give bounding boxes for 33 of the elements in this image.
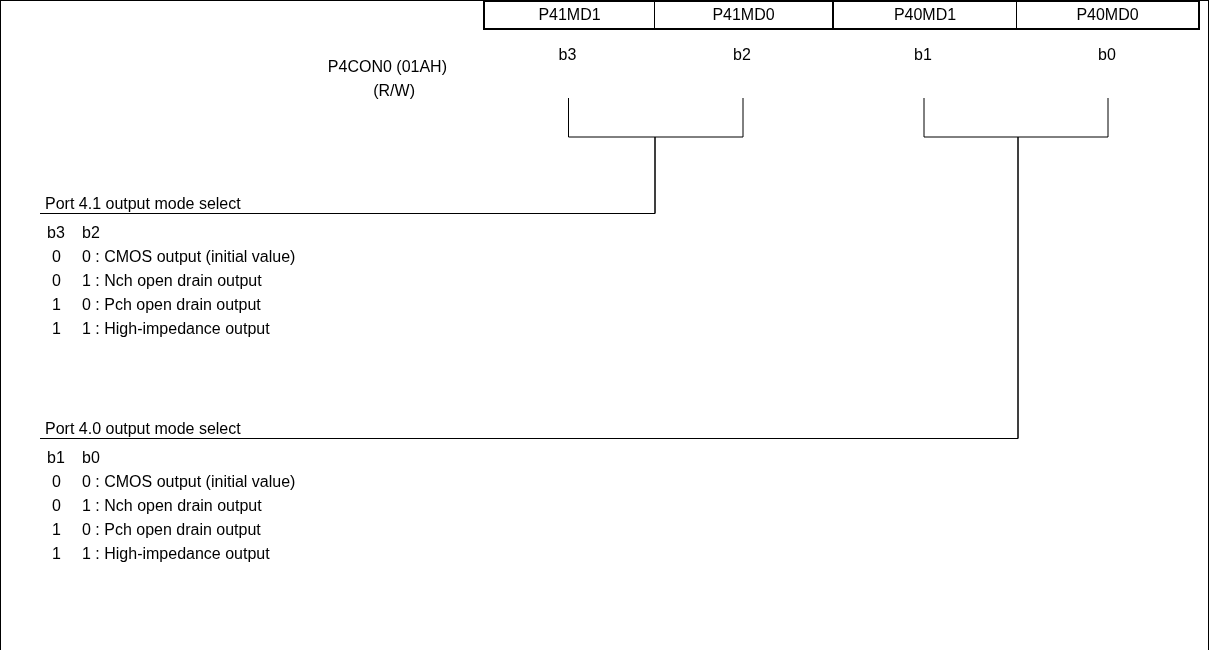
column-header: b0 <box>82 449 100 467</box>
setting-description: 1 : Nch open drain output <box>82 497 262 515</box>
bit-value: 1 <box>52 521 61 539</box>
bit-number: b3 <box>558 46 577 64</box>
column-header: b2 <box>82 224 100 242</box>
field-caption: Port 4.1 output mode select <box>40 195 340 214</box>
setting-description: 1 : High-impedance output <box>82 545 270 563</box>
setting-description: 0 : Pch open drain output <box>82 521 261 539</box>
setting-description: 0 : Pch open drain output <box>82 296 261 314</box>
bit-value: 0 <box>52 497 61 515</box>
setting-description: 0 : CMOS output (initial value) <box>82 473 296 491</box>
bit-value: 0 <box>52 473 61 491</box>
bit-number: b0 <box>1098 46 1116 64</box>
register-name: P4CON0 (01AH) <box>327 58 447 76</box>
register-bit-field: P41MD1 <box>483 0 654 30</box>
setting-description: 1 : High-impedance output <box>82 320 270 338</box>
bit-value: 0 <box>52 272 61 290</box>
bit-value: 0 <box>52 248 61 266</box>
setting-description: 0 : CMOS output (initial value) <box>82 248 296 266</box>
column-header: b1 <box>47 449 65 467</box>
bit-number: b2 <box>733 46 751 64</box>
access-type: (R/W) <box>373 82 415 100</box>
leader-line <box>339 97 744 214</box>
setting-description: 1 : Nch open drain output <box>82 272 262 290</box>
register-bit-field: P40MD0 <box>1016 0 1200 30</box>
register-bit-field: P40MD1 <box>832 0 1016 30</box>
field-caption: Port 4.0 output mode select <box>40 420 340 439</box>
bit-number: b1 <box>914 46 932 64</box>
bit-value: 1 <box>52 320 61 338</box>
bit-value: 1 <box>52 545 61 563</box>
register-bit-field: P41MD0 <box>654 0 832 30</box>
column-header: b3 <box>47 224 65 242</box>
bit-value: 1 <box>52 296 61 314</box>
